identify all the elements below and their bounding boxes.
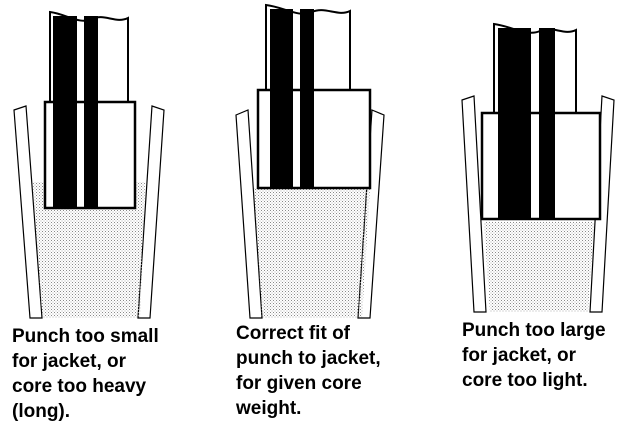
punch-stem [265,3,351,91]
caption-line: core too heavy [12,376,147,397]
caption-line: for given core [236,373,362,394]
caption-line: for jacket, or [462,345,577,366]
jacket-right-wall [137,105,165,319]
jacket-right-wall [589,95,615,313]
caption-line: Punch too small [12,326,159,347]
caption-punch-too-small: Punch too small for jacket, or core too … [12,324,159,424]
lead-core [484,222,594,312]
jacket-left-wall [461,95,487,313]
lead-core [254,188,370,318]
panel-correct-fit [235,3,385,319]
panel-punch-too-small [13,10,165,319]
caption-line: (long). [12,401,71,422]
lead-core [33,182,145,318]
caption-line: for jacket, or [12,351,127,372]
caption-correct-fit: Correct fit of punch to jacket, for give… [236,321,381,421]
caption-line: punch to jacket, [236,348,381,369]
punch-head [480,111,602,221]
caption-line: core too light. [462,370,588,391]
caption-line: Correct fit of [236,323,350,344]
punch-head [43,100,137,210]
caption-punch-too-large: Punch too large for jacket, or core too … [462,318,606,393]
punch-head [256,88,372,190]
punch-stem [493,22,577,114]
caption-line: weight. [236,398,302,419]
punch-stem [49,10,129,103]
panel-punch-too-large [461,22,615,313]
caption-line: Punch too large [462,320,606,341]
